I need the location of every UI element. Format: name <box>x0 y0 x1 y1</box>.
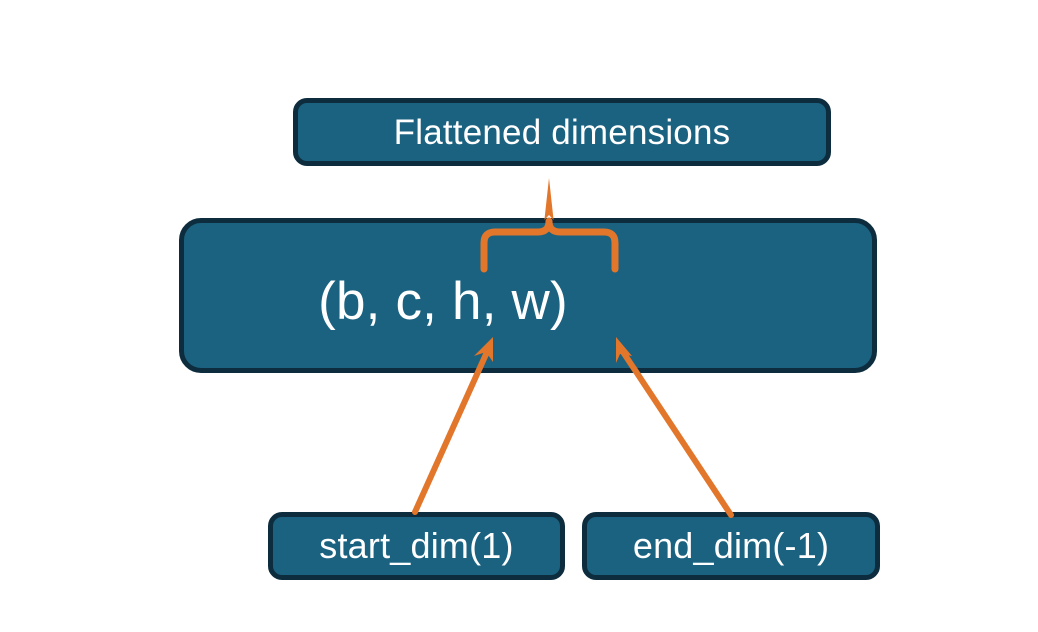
brace-spike <box>544 178 554 220</box>
node-tensor-shape[interactable]: (b, c, h, w) <box>179 218 877 373</box>
node-tensor-shape-label: (b, c, h, w) <box>318 272 568 331</box>
node-start-dim[interactable]: start_dim(1) <box>268 512 565 580</box>
arrow-start-dim-line <box>412 349 490 515</box>
node-end-dim[interactable]: end_dim(-1) <box>582 512 880 580</box>
node-flattened-dimensions[interactable]: Flattened dimensions <box>293 98 831 166</box>
node-end-dim-label: end_dim(-1) <box>632 525 830 566</box>
node-flattened-dimensions-label: Flattened dimensions <box>393 112 731 152</box>
node-start-dim-label: start_dim(1) <box>319 525 514 566</box>
arrow-end-dim-line <box>620 349 734 518</box>
